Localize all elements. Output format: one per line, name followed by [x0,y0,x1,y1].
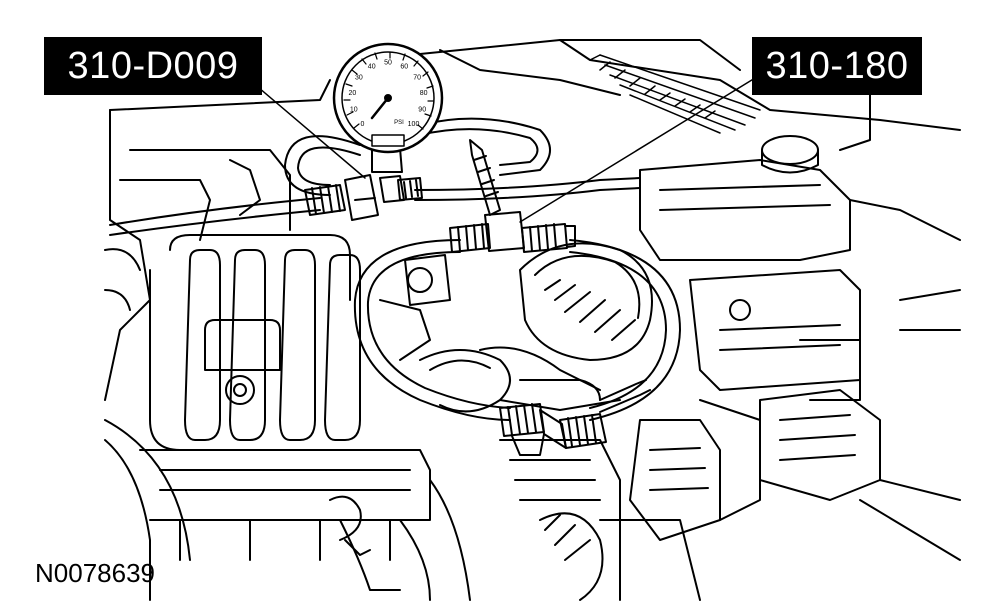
gauge-tick-marks [343,51,435,130]
gauge-tick-label: 40 [368,63,376,70]
gauge-needle [370,96,390,120]
callout-label-gauge-tool: 310-D009 [44,37,262,95]
engine-background-linework [104,39,961,601]
adapter-hose-loop [353,239,681,421]
gauge-tick-label: 60 [400,63,408,70]
pressure-gauge: 010 20 30 40 50 60 70 80 90 100 PSI [332,42,444,173]
figure-id-text: N0078639 [35,558,155,588]
gauge-tick-label: 80 [420,90,428,97]
gauge-tick-label: 30 [355,74,363,81]
gauge-tick-label: 10 [350,107,358,114]
gauge-tick-label: 100 [408,121,420,128]
gauge-tick-labels: 010 20 30 40 50 60 70 80 90 100 [349,60,428,129]
gauge-unit-text: PSI [394,120,404,126]
gauge-tick-label: 50 [384,60,392,67]
hose-fittings [304,139,607,456]
gauge-tick-label: 90 [418,107,426,114]
gauge-tick-label: 20 [349,90,357,97]
gauge-tick-label: 0 [361,121,365,128]
fuel-supply-line [109,177,641,236]
callout-label-adapter-tool: 310-180 [752,37,922,95]
callout-leader-lines [251,74,761,223]
gauge-tick-label: 70 [413,74,421,81]
